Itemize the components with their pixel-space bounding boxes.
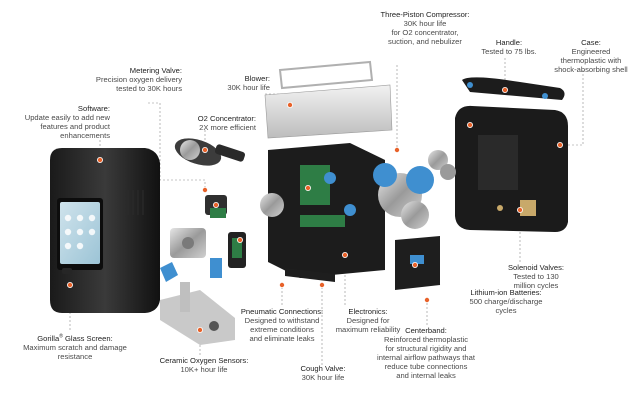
callout-battery-title: Lithium-ion Batteries:	[470, 288, 542, 297]
callout-electronics-title: Electronics:	[348, 307, 388, 316]
case-back-part	[455, 105, 568, 232]
callout-software-desc: Update easily to add new features and pr…	[24, 113, 110, 140]
blower-part	[264, 60, 393, 139]
callout-centerband-desc: Reinforced thermoplastic for structural …	[377, 335, 475, 380]
callout-cough-valve: Cough Valve: 30K hour life	[288, 364, 358, 382]
manifold-part	[170, 228, 246, 268]
callout-gorilla-title-suffix: Glass Screen:	[62, 333, 113, 343]
battery-part	[395, 236, 440, 290]
callout-compressor-title: Three-Piston Compressor:	[380, 10, 470, 19]
callout-o2-concentrator: O2 Concentrator: 2X more efficient	[160, 114, 256, 132]
callout-gorilla-glass: Gorilla® Glass Screen: Maximum scratch a…	[12, 332, 138, 361]
ceramic-sensor-part	[160, 282, 235, 345]
callout-blower: Blower: 30K hour life	[210, 74, 270, 92]
compressor-part	[373, 163, 434, 229]
callout-pneumatic: Pneumatic Connections: Designed to withs…	[226, 307, 338, 343]
callout-centerband: Centerband: Reinforced thermoplastic for…	[366, 326, 486, 380]
callout-solenoid-title: Solenoid Valves:	[507, 263, 564, 272]
registered-mark: ®	[59, 333, 63, 339]
callout-gorilla-title: Gorilla	[37, 333, 60, 343]
callout-cough-desc: 30K hour life	[301, 373, 345, 382]
pneumatic-connection-part	[160, 258, 222, 282]
cough-valve-part	[285, 268, 335, 282]
callout-cough-title: Cough Valve:	[300, 364, 346, 373]
callout-case-desc: Engineered thermoplastic with shock-abso…	[554, 47, 628, 74]
callout-handle-title: Handle:	[495, 38, 523, 47]
callout-case-title: Case:	[581, 38, 601, 47]
callout-electronics-desc: Designed for maximum reliability	[335, 316, 401, 334]
callout-software-title: Software:	[77, 104, 110, 113]
callout-batteries: Lithium-ion Batteries: 500 charge/discha…	[454, 288, 558, 315]
device-case-front	[50, 148, 160, 313]
callout-pneumatic-desc: Designed to withstand extreme conditions…	[244, 316, 320, 343]
callout-battery-desc: 500 charge/discharge cycles	[469, 297, 543, 315]
callout-handle-desc: Tested to 75 lbs.	[481, 47, 537, 56]
callout-compressor-desc: 30K hour life for O2 concentrator, sucti…	[388, 19, 462, 46]
callout-ceramic-title: Ceramic Oxygen Sensors:	[159, 356, 249, 365]
callout-centerband-title: Centerband:	[405, 326, 447, 335]
callout-handle: Handle: Tested to 75 lbs.	[478, 38, 540, 56]
callout-o2-title: O2 Concentrator:	[197, 114, 256, 123]
callout-metering-valve: Metering Valve: Precision oxygen deliver…	[82, 66, 182, 93]
callout-pneumatic-title: Pneumatic Connections:	[240, 307, 324, 316]
solenoid-valves-part	[428, 150, 456, 180]
callout-solenoid-desc: Tested to 130 million cycles	[513, 272, 559, 290]
callout-gorilla-desc: Maximum scratch and damage resistance	[23, 342, 127, 361]
callout-o2-desc: 2X more efficient	[199, 123, 256, 132]
o2-concentrator-part	[174, 138, 246, 166]
callout-electronics: Electronics: Designed for maximum reliab…	[328, 307, 408, 334]
callout-blower-desc: 30K hour life	[227, 83, 270, 92]
callout-markers	[67, 87, 564, 333]
centerband-core	[260, 143, 385, 278]
callout-software: Software: Update easily to add new featu…	[10, 104, 110, 140]
callout-ceramic-sensors: Ceramic Oxygen Sensors: 10K+ hour life	[148, 356, 260, 374]
handle-part	[462, 77, 565, 100]
callout-metering-desc: Precision oxygen delivery tested to 30K …	[95, 75, 182, 93]
callout-compressor: Three-Piston Compressor: 30K hour life f…	[366, 10, 484, 46]
callout-ceramic-desc: 10K+ hour life	[180, 365, 228, 374]
callout-blower-title: Blower:	[244, 74, 270, 83]
callout-solenoid-valves: Solenoid Valves: Tested to 130 million c…	[494, 263, 578, 290]
callout-case: Case: Engineered thermoplastic with shoc…	[550, 38, 632, 74]
callout-metering-title: Metering Valve:	[129, 66, 182, 75]
